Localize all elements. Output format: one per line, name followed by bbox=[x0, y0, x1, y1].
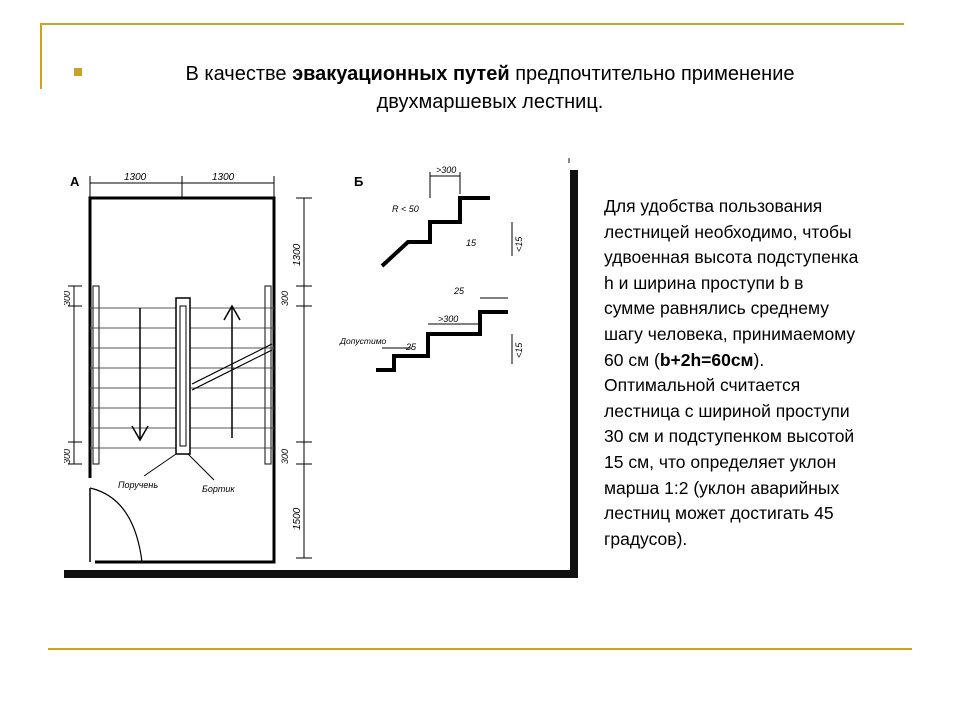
label-b: Б bbox=[354, 174, 363, 189]
left-rule bbox=[40, 23, 42, 89]
label-a: А bbox=[70, 174, 80, 189]
detail-25-bottom: 25 bbox=[405, 342, 417, 352]
stair-profile-upper bbox=[380, 196, 490, 268]
top-rule bbox=[40, 23, 904, 25]
explanation-line-6: шагу человека, принимаемому bbox=[604, 323, 856, 344]
dim-300-right-top: 300 bbox=[280, 291, 290, 306]
detail-300-bottom: >300 bbox=[438, 314, 458, 324]
explanation-line-3: удвоенная высота подступенка bbox=[604, 247, 859, 268]
explanation-line-12: марша 1:2 (уклон аварийных bbox=[604, 477, 840, 498]
explanation-line-2: лестницей необходимо, чтобы bbox=[604, 221, 852, 242]
frame-right-edge bbox=[570, 170, 578, 578]
explanation-line-7: 60 см (b+2h=60см). bbox=[604, 348, 924, 374]
door-swing-arc bbox=[89, 487, 143, 563]
label-handrail: Поручень bbox=[118, 480, 158, 490]
bullet-text-bold: эвакуационных путей bbox=[292, 63, 510, 85]
bullet-text-part2: предпочтительно применение bbox=[509, 63, 795, 85]
stair-drawing-svg: А 1300 1300 bbox=[64, 158, 578, 578]
bullet-text: В качестве эвакуационных путей предпочти… bbox=[110, 60, 870, 116]
dim-300-left-top: 300 bbox=[64, 291, 72, 306]
center-curb-inner bbox=[179, 305, 187, 447]
dim-1300-left: 1300 bbox=[124, 172, 147, 183]
formula: b+2h=60см bbox=[659, 349, 754, 370]
stair-drawing: А 1300 1300 bbox=[64, 158, 578, 580]
explanation-line-13: лестниц может достигать 45 bbox=[604, 503, 834, 524]
bullet-text-line2: двухмаршевых лестниц. bbox=[376, 91, 604, 113]
explanation-line-11: 15 см, что определяет уклон bbox=[604, 451, 837, 472]
frame-bottom-edge bbox=[64, 570, 578, 578]
center-curb-outer bbox=[175, 297, 191, 455]
detail-15a: 15 bbox=[466, 238, 477, 248]
handrail-left bbox=[92, 285, 100, 465]
square-bullet-icon bbox=[74, 68, 82, 76]
label-curb: Бортик bbox=[202, 484, 235, 494]
explanation-text: Для удобства пользования лестницей необх… bbox=[604, 194, 924, 552]
explanation-line-1: Для удобства пользования bbox=[604, 196, 823, 216]
cut-line-1 bbox=[191, 343, 273, 385]
dim-1500: 1500 bbox=[292, 507, 303, 530]
explanation-line-4: h и ширина проступи b в bbox=[604, 272, 804, 293]
detail-15-bottom: <15 bbox=[514, 342, 524, 358]
up-arrow-icon bbox=[223, 304, 241, 321]
dim-1300-right: 1300 bbox=[212, 172, 235, 183]
explanation-line-7b: ). bbox=[753, 349, 765, 370]
stairwell-walls bbox=[88, 196, 276, 564]
dim-1300-vertical: 1300 bbox=[292, 243, 303, 266]
explanation-line-7a: 60 см ( bbox=[604, 349, 660, 370]
explanation-line-9: лестница с шириной проступи bbox=[604, 400, 850, 421]
explanation-line-14: градусов). bbox=[604, 528, 688, 549]
explanation-line-10: 30 см и подступенком высотой bbox=[604, 426, 855, 447]
detail-300-top: >300 bbox=[436, 165, 456, 175]
down-arrow-icon bbox=[131, 425, 149, 442]
detail-15-top: <15 bbox=[514, 236, 524, 252]
handrail-leader bbox=[143, 453, 177, 477]
detail-allowed: Допустимо bbox=[339, 336, 387, 346]
dim-300-left-bottom: 300 bbox=[64, 449, 72, 464]
explanation-line-8: Оптимальной считается bbox=[604, 375, 801, 396]
explanation-line-5: сумме равнялись среднему bbox=[604, 298, 829, 319]
detail-r: R < 50 bbox=[392, 204, 419, 214]
dim-300-right-bottom: 300 bbox=[280, 449, 290, 464]
curb-leader bbox=[187, 453, 215, 481]
bullet-text-part1: В качестве bbox=[185, 63, 293, 85]
handrail-right bbox=[264, 285, 272, 465]
cut-line-2 bbox=[191, 349, 273, 391]
stair-profile-lower bbox=[376, 310, 508, 372]
detail-25-top: 25 bbox=[453, 286, 465, 296]
door-gap bbox=[87, 478, 95, 568]
bottom-rule bbox=[48, 648, 912, 650]
